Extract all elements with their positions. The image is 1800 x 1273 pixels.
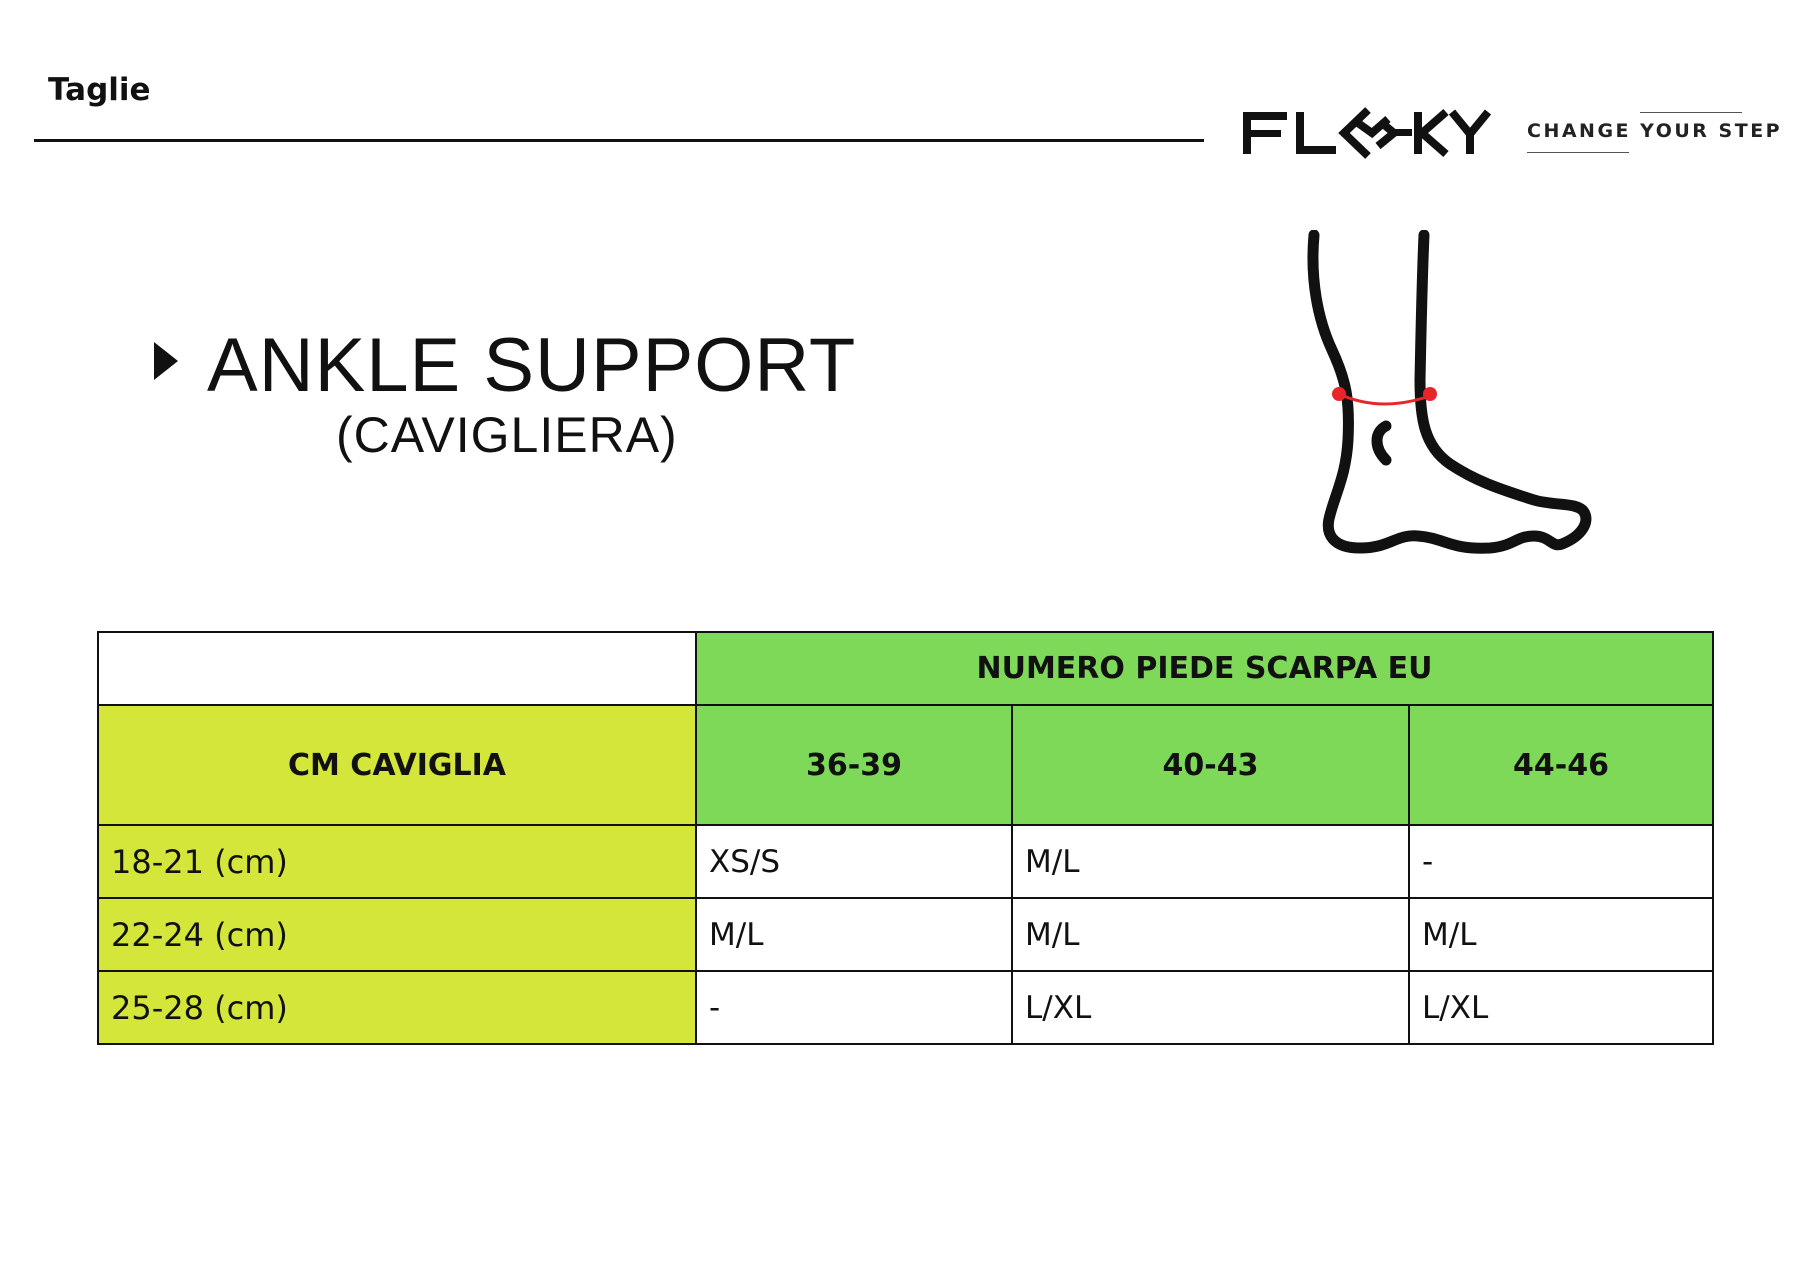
table-row: 22-24 (cm) M/L M/L M/L: [97, 897, 1715, 972]
ankle-range-cell: 18-21 (cm): [97, 824, 697, 899]
size-cell: M/L: [1011, 824, 1410, 899]
column-header: 40-43: [1011, 704, 1410, 826]
size-cell: L/XL: [1011, 970, 1410, 1045]
size-cell: L/XL: [1407, 970, 1715, 1045]
triangle-bullet-icon: [152, 340, 180, 387]
table-row: 18-21 (cm) XS/S M/L -: [97, 824, 1715, 899]
size-cell: M/L: [695, 897, 1013, 972]
size-cell: M/L: [1407, 897, 1715, 972]
size-cell: M/L: [1011, 897, 1410, 972]
column-header: 36-39: [695, 704, 1013, 826]
foot-ankle-measure-icon: [1300, 229, 1620, 560]
brand-logo: [1238, 100, 1758, 170]
shoe-size-group-header: NUMERO PIEDE SCARPA EU: [694, 631, 1715, 706]
ankle-range-cell: 25-28 (cm): [97, 970, 697, 1045]
ankle-range-cell: 22-24 (cm): [97, 897, 697, 972]
column-header: 44-46: [1407, 704, 1715, 826]
table-column-header-row: CM CAVIGLIA 36-39 40-43 44-46: [97, 704, 1715, 826]
tagline-rule-bottom: [1527, 152, 1629, 153]
table-row: 25-28 (cm) - L/XL L/XL: [97, 970, 1715, 1045]
product-title: ANKLE SUPPORT: [207, 323, 857, 408]
page-label: Taglie: [48, 72, 151, 108]
header-divider: [34, 139, 1204, 142]
size-cell: -: [695, 970, 1013, 1045]
table-group-header-row: NUMERO PIEDE SCARPA EU: [97, 631, 1715, 706]
size-cell: XS/S: [695, 824, 1013, 899]
product-subtitle: (CAVIGLIERA): [336, 407, 678, 463]
size-cell: -: [1407, 824, 1715, 899]
table-corner-cell: [97, 631, 697, 706]
tagline-rule-top: [1640, 112, 1742, 113]
brand-tagline: CHANGE YOUR STEP: [1527, 120, 1783, 142]
size-chart-table: NUMERO PIEDE SCARPA EU CM CAVIGLIA 36-39…: [97, 631, 1715, 1045]
ankle-cm-header: CM CAVIGLIA: [97, 704, 697, 826]
